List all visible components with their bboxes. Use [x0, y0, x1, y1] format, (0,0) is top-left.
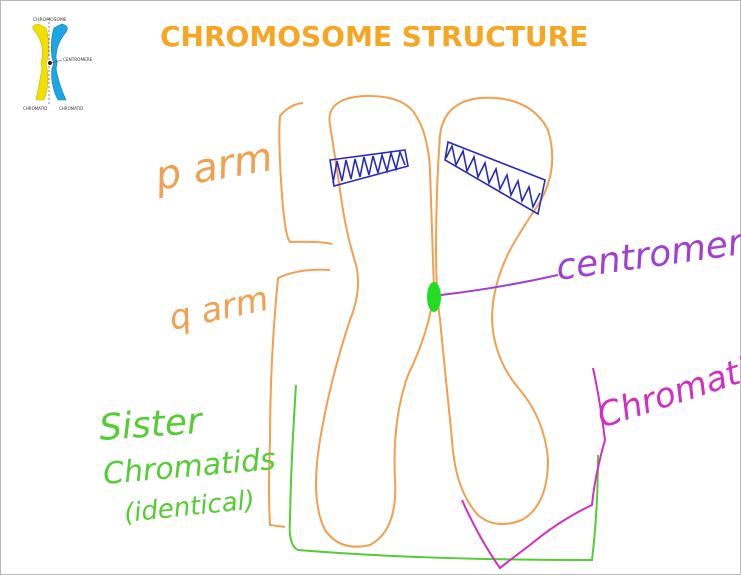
sister-label-line3: (identical) — [123, 485, 257, 529]
p-arm-bracket — [279, 103, 332, 244]
centromere-label: centromere — [554, 219, 741, 289]
chromatid-label: Chromatid — [592, 343, 741, 436]
page-title: CHROMOSOME STRUCTURE — [160, 20, 588, 53]
thumbnail-label-chromatid-right: CHROMATID — [59, 106, 83, 111]
centromere-dot — [427, 282, 441, 312]
q-arm-label: q arm — [166, 279, 272, 339]
thumbnail-label-chromatid-left: CHROMATID — [23, 106, 47, 111]
left-band-zigzag — [333, 152, 405, 183]
right-band-zigzag — [446, 146, 540, 207]
right-chromatid-outline — [436, 98, 552, 524]
sister-chromatids-bracket — [290, 385, 598, 560]
thumbnail-label-chromosome: CHROMOSOME — [33, 17, 67, 23]
chromatid-bracket — [462, 368, 605, 568]
thumbnail-centromere — [48, 61, 52, 65]
right-band-border — [445, 142, 545, 214]
sister-chromatids-label: Sister Chromatids (identical) — [98, 401, 277, 529]
left-chromatid-band — [330, 150, 408, 186]
right-chromatid-band — [445, 142, 545, 214]
thumbnail-chromatid-right — [51, 24, 67, 100]
reference-thumbnail: CHROMOSOME CENTROMERE CHROMATID CHROMATI… — [23, 17, 93, 111]
sister-label-line2: Chromatids — [102, 442, 277, 492]
thumbnail-chromatid-left — [33, 24, 49, 100]
q-arm-bracket — [269, 270, 330, 527]
sister-label-line1: Sister — [98, 401, 205, 449]
thumbnail-label-centromere: CENTROMERE — [63, 57, 93, 62]
p-arm-label: p arm — [151, 134, 276, 200]
